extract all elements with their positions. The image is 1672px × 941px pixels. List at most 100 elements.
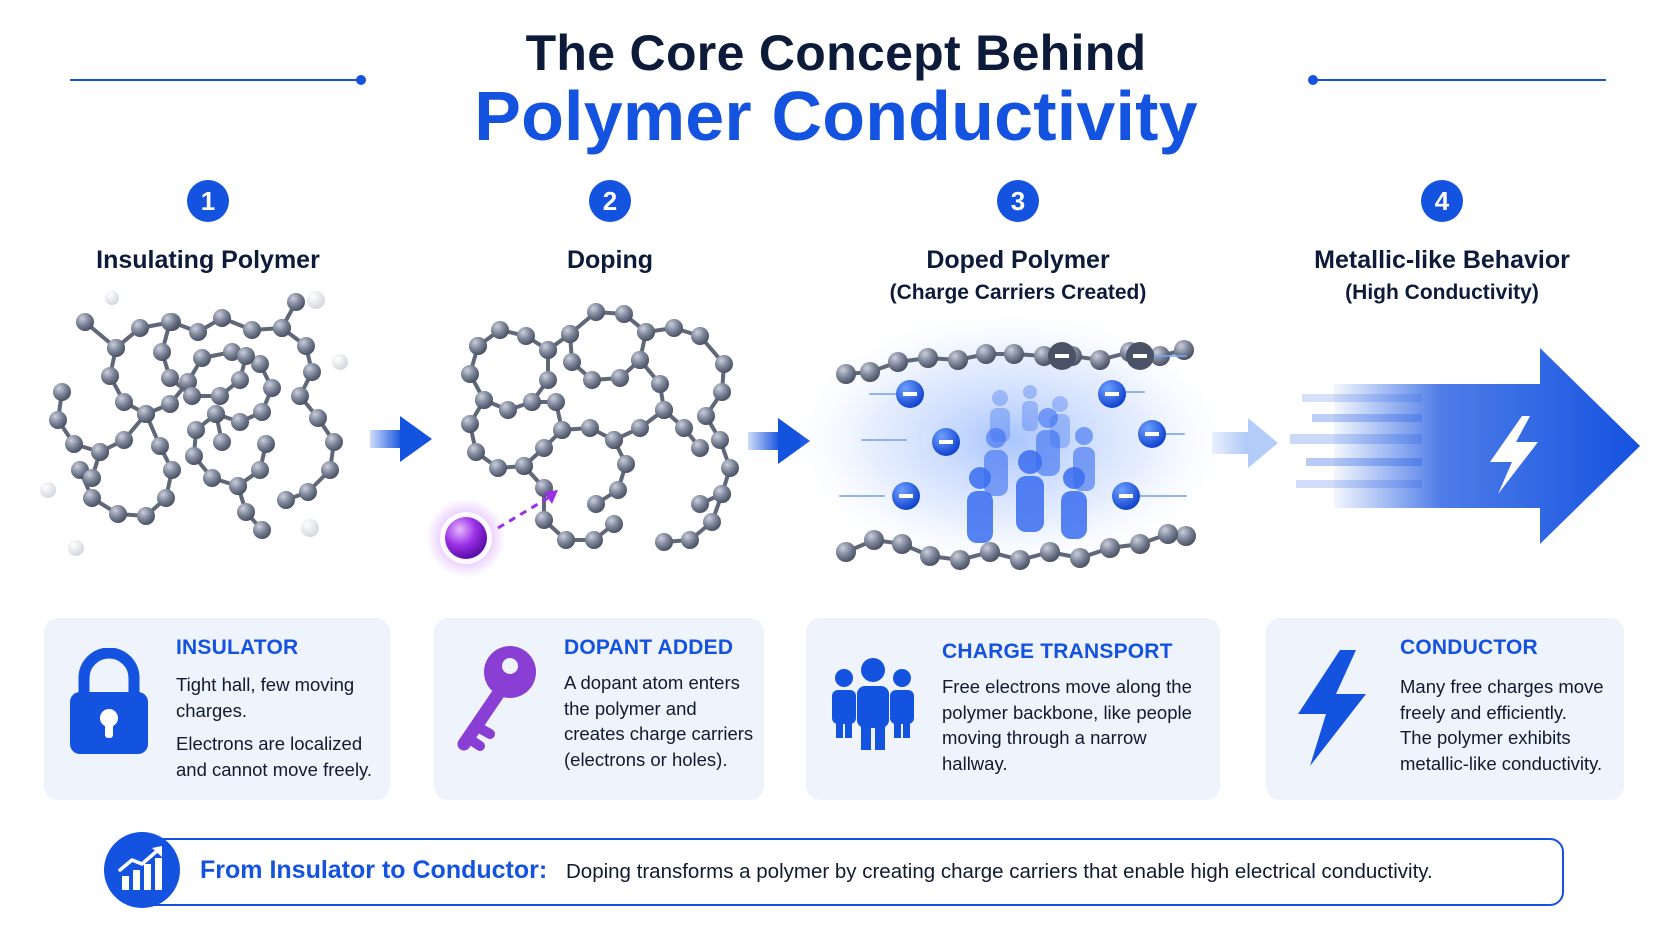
crowd-silhouettes [967, 385, 1095, 543]
polymer-bead [691, 439, 709, 457]
polymer-bead [115, 431, 133, 449]
polymer-bead [257, 435, 275, 453]
step-arrow-3-icon [1212, 418, 1278, 468]
polymer-bead [187, 421, 205, 439]
polymer-bead [237, 503, 255, 521]
doping-polymer-tangle [461, 303, 739, 551]
polymer-bead [131, 319, 149, 337]
polymer-bead [948, 350, 968, 370]
polymer-bead [237, 347, 255, 365]
polymer-bead [223, 343, 241, 361]
polymer-bead [185, 447, 203, 465]
card-insulator-text-1: Tight hall, few moving charges. [176, 674, 355, 721]
polymer-bead [49, 411, 67, 429]
polymer-bead [836, 542, 856, 562]
polymer-bead [461, 365, 479, 383]
polymer-bead [53, 383, 71, 401]
polymer-bead [83, 489, 101, 507]
polymer-bead [161, 369, 179, 387]
polymer-bead [950, 550, 970, 570]
polymer-bead [918, 348, 938, 368]
polymer-bead [229, 477, 247, 495]
polymer-bead [231, 413, 249, 431]
polymer-bead [553, 421, 571, 439]
polymer-bead [253, 403, 271, 421]
polymer-bead [691, 495, 709, 513]
polymer-bead [611, 369, 629, 387]
key-icon [457, 646, 536, 751]
lock-icon [70, 648, 148, 754]
polymer-bead [467, 443, 485, 461]
summary-banner [140, 838, 1564, 906]
card-transport-text: Free electrons move along the polymer ba… [942, 674, 1202, 776]
polymer-bead [277, 491, 295, 509]
card-insulator-text-2: Electrons are localized and cannot move … [176, 733, 373, 780]
polymer-bead [655, 401, 673, 419]
step-3-title: Doped Polymer [926, 246, 1110, 274]
polymer-bead [161, 395, 179, 413]
header-rule-right-dot [1308, 75, 1318, 85]
polymer-bead [203, 469, 221, 487]
polymer-bead [179, 373, 197, 391]
polymer-bead [183, 387, 201, 405]
polymer-bead [461, 415, 479, 433]
polymer-bead [721, 459, 739, 477]
polymer-bead [475, 391, 493, 409]
polymer-bead [665, 319, 683, 337]
polymer-bead [157, 489, 175, 507]
polymer-bead [161, 313, 179, 331]
polymer-bead [1090, 350, 1110, 370]
polymer-bead [213, 433, 231, 451]
polymer-bead [836, 364, 856, 384]
polymer-bead [243, 321, 261, 339]
card-insulator-text: Tight hall, few moving charges. Electron… [176, 672, 386, 782]
polymer-bead [713, 485, 731, 503]
card-dopant-added: DOPANT ADDED A dopant atom enters the po… [434, 618, 764, 800]
card-insulator-title: INSULATOR [176, 636, 299, 659]
header-rule-left-dot [356, 75, 366, 85]
polymer-bead [1004, 344, 1024, 364]
polymer-bead [547, 393, 565, 411]
polymer-bead [1010, 550, 1030, 570]
polymer-bead [469, 337, 487, 355]
step-2-number-badge: 2 [589, 180, 631, 222]
lightning-icon [1490, 416, 1538, 494]
polymer-bead [715, 355, 733, 373]
polymer-bead [91, 443, 109, 461]
card-charge-transport: CHARGE TRANSPORT Free electrons move alo… [806, 618, 1220, 800]
card-conductor-text-1: Many free charges move freely and effici… [1400, 676, 1604, 723]
polymer-bead [137, 405, 155, 423]
growth-chart-icon [104, 832, 180, 908]
polymer-bead [517, 327, 535, 345]
polymer-bead [151, 437, 169, 455]
polymer-bead [631, 419, 649, 437]
polymer-bead [697, 407, 715, 425]
polymer-bead [864, 530, 884, 550]
polymer-bead [297, 337, 315, 355]
polymer-bead [535, 511, 553, 529]
polymer-bead [1040, 542, 1060, 562]
polymer-bead [615, 305, 633, 323]
polymer-bead [115, 393, 133, 411]
polymer-bead [539, 341, 557, 359]
polymer-bead [107, 339, 125, 357]
polymer-bead [711, 431, 729, 449]
polymer-bead [563, 353, 581, 371]
step-4-subtitle: (High Conductivity) [1345, 281, 1539, 304]
polymer-bead [515, 457, 533, 475]
polymer-bead [539, 371, 557, 389]
polymer-bead [605, 431, 623, 449]
step-4-header: 4 Metallic-like Behavior (High Conductiv… [1262, 180, 1622, 305]
polymer-bead [1100, 538, 1120, 558]
insulating-polymer-tangle [49, 293, 343, 539]
step-4-number-badge: 4 [1421, 180, 1463, 222]
step-3-number-badge: 3 [997, 180, 1039, 222]
card-conductor-text-2: The polymer exhibits metallic-like condu… [1400, 727, 1603, 774]
card-dopant-text: A dopant atom enters the polymer and cre… [564, 670, 754, 772]
polymer-bead [211, 387, 229, 405]
banner-text: Doping transforms a polymer by creating … [566, 860, 1433, 883]
polymer-bead [681, 531, 699, 549]
polymer-bead [287, 293, 305, 311]
step-arrow-1-icon [370, 416, 432, 462]
